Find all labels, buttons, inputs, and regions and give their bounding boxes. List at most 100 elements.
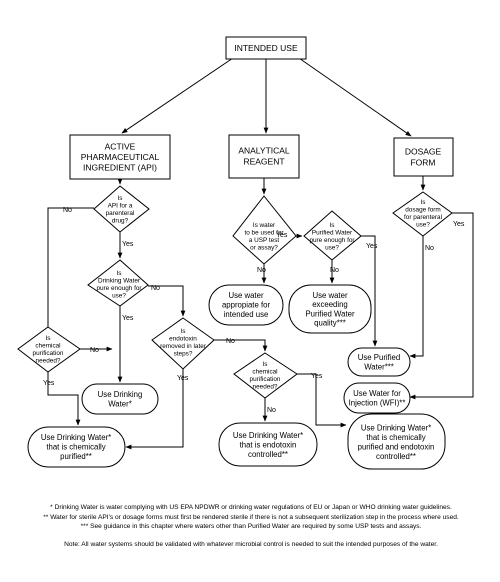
text-line: purification <box>33 350 64 357</box>
decision-usp-test <box>232 195 297 265</box>
text-line: quality*** <box>314 319 346 328</box>
text-line: API for a <box>108 202 133 209</box>
outcome-use-appropriate-water <box>208 284 284 326</box>
footnote-note: Note: All water systems should be valida… <box>64 540 438 548</box>
label-q7-yes: Yes <box>366 243 378 250</box>
label-q8-yes: Yes <box>453 221 465 228</box>
arrow-q3-yes <box>47 372 81 426</box>
label-q7-no: No <box>330 267 339 274</box>
arrow-q7-yes <box>361 235 378 347</box>
outcome-use-dw-endotoxin-controlled <box>218 422 318 467</box>
text-line: drug? <box>112 218 129 225</box>
outcome-use-purified-water <box>347 347 411 377</box>
text-line: for parenteral <box>404 214 442 221</box>
text-line: that is endotoxin <box>240 441 297 450</box>
arrow-q4-yes <box>125 369 184 450</box>
text-line: Use Drinking Water* <box>41 433 111 442</box>
text-line: Is <box>181 328 186 335</box>
nodes <box>17 36 454 470</box>
arrow-to-dosage <box>295 55 412 137</box>
text-line: FORM <box>410 157 435 167</box>
text-line: Is <box>330 222 335 229</box>
text-line: Is water <box>253 222 276 229</box>
text-line: Is <box>421 199 426 206</box>
text-line: Is <box>117 270 122 277</box>
label-q2-yes: Yes <box>122 315 134 322</box>
text-line: Use Purified <box>358 353 400 362</box>
label-q1-yes: Yes <box>122 241 134 248</box>
text-line: REAGENT <box>243 156 284 166</box>
text-line: PHARMACEUTICAL <box>81 152 160 162</box>
text-line: needed? <box>253 384 278 391</box>
text-line: ACTIVE <box>105 141 136 151</box>
label-q2-no: No <box>151 285 160 292</box>
decision-api-parenteral <box>93 185 150 233</box>
api-box <box>69 134 171 180</box>
analytical-reagent-box <box>228 134 300 179</box>
text-line: controlled** <box>248 450 288 459</box>
footnote-usp-guidance: *** See guidance in this chapter where w… <box>80 523 422 531</box>
intended-use-label: INTENDED USE <box>234 43 298 53</box>
arrow-q1-no <box>45 207 94 341</box>
label-q5-no: No <box>267 407 276 414</box>
decision-pw-pure-enough <box>303 210 362 261</box>
arrow-to-api <box>121 55 237 134</box>
text-line: Use water <box>312 291 348 300</box>
label-q5-yes: Yes <box>311 373 323 380</box>
text-line: controlled** <box>376 452 416 461</box>
text-line: parenteral <box>106 210 135 217</box>
footnotes: * Drinking Water is water complying with… <box>8 503 494 549</box>
text-line: purified and endotoxin <box>358 442 435 451</box>
label-q6-yes: Yes <box>276 232 288 239</box>
text-line: use? <box>112 293 126 300</box>
label-q1-no: No <box>63 207 72 214</box>
text-line: exceeding <box>312 300 348 309</box>
text-line: appropiate for <box>222 301 271 310</box>
text-line: Is <box>263 361 268 368</box>
text-line: Purified Water <box>312 229 353 236</box>
text-line: use? <box>416 222 430 229</box>
label-q3-no: No <box>90 347 99 354</box>
text-line: Use Water for <box>353 389 401 398</box>
footnote-drinking-water: * Drinking Water is water complying with… <box>50 504 452 511</box>
decision-chem-purification-left <box>17 326 81 373</box>
dosage-form-box <box>393 137 454 177</box>
label-q4-yes: Yes <box>177 375 189 382</box>
text-line: DOSAGE <box>405 146 442 156</box>
text-line: to be used for <box>244 229 284 236</box>
text-line: Water* <box>108 399 132 408</box>
outcome-use-wfi <box>343 382 411 414</box>
intended-use-box <box>225 36 307 60</box>
label-q4-no: No <box>226 338 235 345</box>
text-line: Injection (WFI)** <box>349 398 406 407</box>
text-line: Use Drinking Water* <box>233 431 303 440</box>
text-line: dosage form <box>405 206 441 213</box>
decision-dw-pure-enough <box>87 259 149 307</box>
arrow-q8-no <box>409 236 424 359</box>
text-line: Purified Water <box>305 309 355 318</box>
label-q8-no: No <box>425 245 434 252</box>
text-line: Use Drinking Water* <box>361 423 431 432</box>
text-line: purified** <box>60 452 92 461</box>
text-line: that is chemically <box>366 433 425 442</box>
decision-dosage-parenteral <box>392 191 453 237</box>
text-line: purification <box>250 376 281 383</box>
text-line: Is <box>118 195 123 202</box>
text-line: removed in later <box>160 343 207 350</box>
text-line: chemical <box>35 342 60 349</box>
